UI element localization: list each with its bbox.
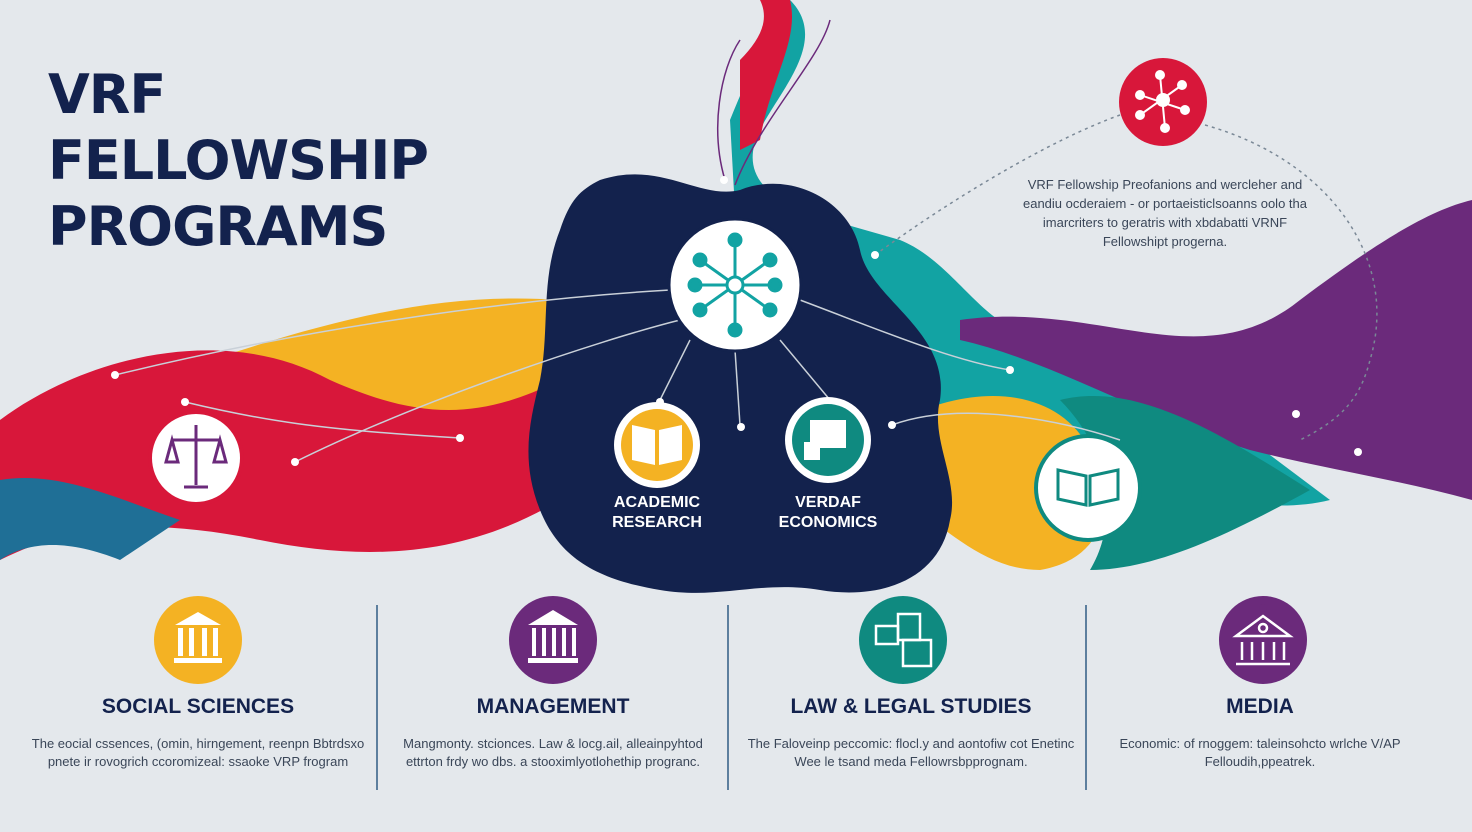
economics-line-1: VERDAF [795, 494, 861, 511]
title-line-2: FELLOWSHIP [48, 129, 429, 192]
column-title: MANAGEMENT [476, 695, 630, 718]
molecule-icon [1135, 70, 1190, 133]
academic-line-1: ACADEMIC [613, 494, 701, 511]
column-title: SOCIAL SCIENCES [101, 695, 295, 718]
media-icon [1219, 596, 1307, 684]
scales-of-justice-icon [164, 425, 228, 489]
economics-line-2: ECONOMICS [778, 514, 878, 531]
column-text: The Faloveinp peccomic: flocl.y and aont… [747, 736, 1075, 769]
column-text: Economic: of rnoggem: taleinsohcto wrlch… [1119, 736, 1401, 769]
title-line-1: VRF [48, 63, 166, 126]
social-sciences-icon [154, 596, 242, 684]
program-note: VRF Fellowship Preofanions and wercleher… [1022, 177, 1307, 249]
title-line-3: PROGRAMS [48, 195, 388, 258]
blue-wave [0, 478, 180, 560]
red-ribbon [740, 0, 793, 150]
column-title: MEDIA [1226, 695, 1294, 718]
purple-wave-right [960, 200, 1472, 500]
divider [727, 605, 729, 790]
page-title: VRF FELLOWSHIP PROGRAMS [48, 62, 429, 260]
column-law-legal-studies: LAW & LEGAL STUDIES The Faloveinp peccom… [741, 695, 1081, 771]
column-social-sciences: SOCIAL SCIENCES The eocial cssences, (om… [28, 695, 368, 771]
reading-icon-circle [1034, 434, 1142, 542]
navy-hub-blob [528, 174, 953, 593]
column-text: Mangmonty. stcionces. Law & locg.ail, al… [403, 736, 703, 769]
open-book-icon [632, 425, 682, 465]
network-icon [687, 232, 783, 338]
spreadsheet-icon [804, 420, 846, 460]
column-text: The eocial cssences, (omin, hirngement, … [31, 736, 365, 769]
economics-label: VERDAF ECONOMICS [738, 493, 918, 533]
academic-research-label: ACADEMIC RESEARCH [567, 493, 747, 533]
academic-line-2: RESEARCH [612, 514, 702, 531]
divider [1085, 605, 1087, 790]
column-media: MEDIA Economic: of rnoggem: taleinsohcto… [1090, 695, 1430, 771]
reading-book-icon [1056, 468, 1120, 507]
column-management: MANAGEMENT Mangmonty. stcionces. Law & l… [383, 695, 723, 771]
divider [376, 605, 378, 790]
column-title: LAW & LEGAL STUDIES [790, 695, 1032, 718]
